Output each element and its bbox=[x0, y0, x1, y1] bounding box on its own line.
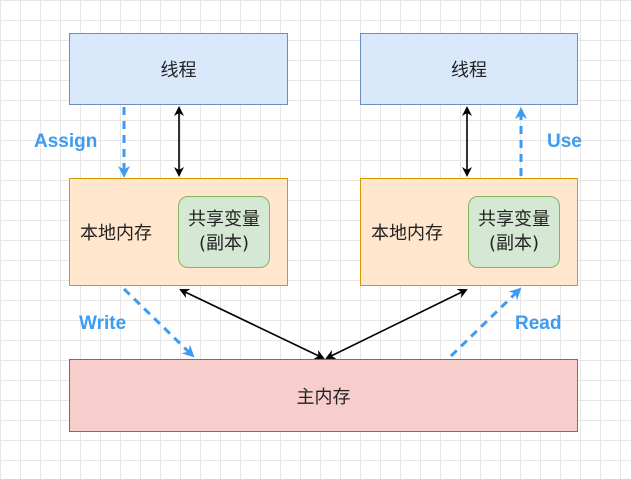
right-thread-box: 线程 bbox=[360, 33, 578, 105]
left-thread-box: 线程 bbox=[69, 33, 288, 105]
left-shared-variable-box: 共享变量 (副本) bbox=[178, 196, 270, 268]
right-local-memory-label: 本地内存 bbox=[371, 223, 443, 244]
main-memory-box: 主内存 bbox=[69, 359, 578, 432]
assign-label: Assign bbox=[34, 131, 98, 152]
use-label: Use bbox=[547, 131, 582, 152]
left-shared-variable-line2: (副本) bbox=[198, 233, 250, 254]
right-shared-variable-box: 共享变量 (副本) bbox=[468, 196, 560, 268]
read-label: Read bbox=[515, 313, 562, 334]
right-thread-label: 线程 bbox=[451, 60, 487, 81]
write-label: Write bbox=[79, 313, 127, 334]
right-shared-variable-line1: 共享变量 bbox=[478, 209, 550, 230]
left-shared-variable-line1: 共享变量 bbox=[188, 209, 260, 230]
write-arrow bbox=[122, 287, 195, 358]
right-shared-variable-line2: (副本) bbox=[488, 233, 540, 254]
main-memory-label: 主内存 bbox=[296, 386, 351, 408]
left-thread-label: 线程 bbox=[160, 60, 197, 81]
read-arrow bbox=[449, 287, 522, 358]
right-local-main-arrow bbox=[325, 289, 468, 359]
left-local-main-arrow bbox=[179, 288, 325, 360]
left-local-memory-label: 本地内存 bbox=[80, 223, 152, 244]
